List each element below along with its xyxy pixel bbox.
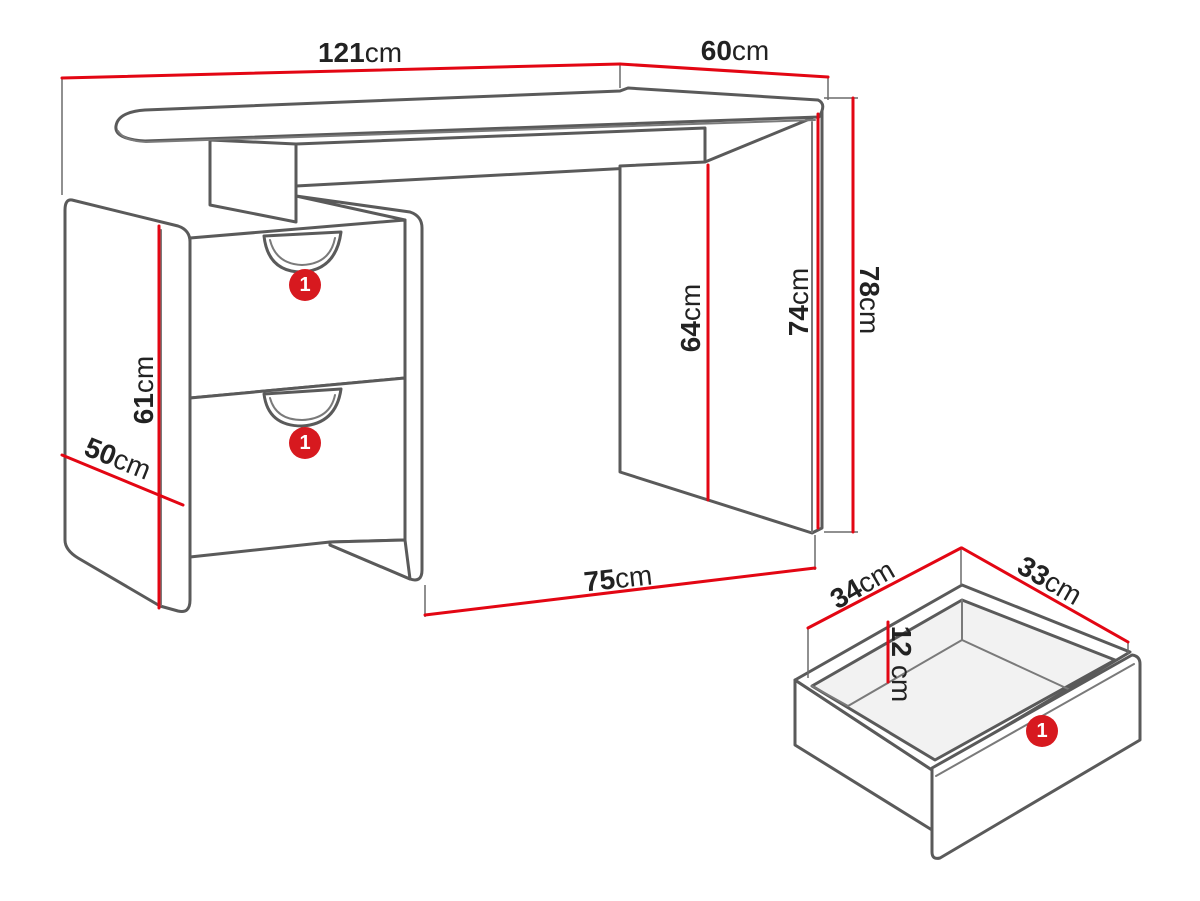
marker-drawer-detail: 1 — [1026, 715, 1058, 747]
upper-drawer-handle-inner — [269, 237, 336, 267]
marker-label: 1 — [1036, 720, 1047, 742]
drawer-width-label: 33cm — [1013, 549, 1088, 610]
drawer-interior — [810, 598, 1117, 762]
cabinet-height-label: 61cm — [128, 356, 159, 424]
extension-lines — [61, 64, 1129, 678]
tabletop — [114, 86, 825, 144]
drawer-floor-edges — [847, 638, 1093, 707]
drawer-depth-label: 34cm — [825, 553, 900, 614]
drawer-detail — [793, 583, 1142, 860]
cabinet — [188, 194, 424, 582]
cabinet-depth-dimension-line — [60, 453, 185, 507]
drawer-left-inner-edge — [811, 685, 849, 707]
knee-width-label: 75cm — [582, 559, 653, 597]
marker-label: 1 — [299, 274, 310, 296]
support-block — [208, 138, 298, 224]
total-height-label: 78cm — [855, 266, 886, 334]
tabletop-front-edge — [117, 119, 816, 144]
right-leg-panel — [618, 106, 824, 535]
depth-dimension-line — [618, 62, 830, 79]
width-label: 121cm — [318, 37, 402, 68]
width-dimension-line — [60, 62, 622, 80]
marker-label: 1 — [299, 432, 310, 454]
lower-drawer-handle-inner — [269, 394, 336, 422]
inner-height-label: 64cm — [675, 284, 706, 352]
depth-label: 60cm — [701, 35, 769, 66]
leg-height-label: 74cm — [783, 268, 814, 336]
drawer-height-label: 12cm — [887, 626, 918, 702]
tabletop-surface — [114, 86, 825, 143]
knee-width-dimension-line — [423, 566, 817, 617]
dimension-lines — [60, 62, 1130, 684]
dimension-labels: 121cm 60cm 78cm 74cm 64cm 61cm 50cm 75cm… — [80, 35, 1087, 702]
marker-lower-drawer: 1 — [289, 427, 321, 459]
drawer-width-dimension-line — [960, 546, 1130, 644]
cabinet-base — [328, 538, 412, 581]
drawer-front — [930, 653, 1142, 860]
drawer-depth-dimension-line — [806, 546, 963, 630]
marker-upper-drawer: 1 — [289, 269, 321, 301]
right-leg-face — [618, 106, 824, 535]
